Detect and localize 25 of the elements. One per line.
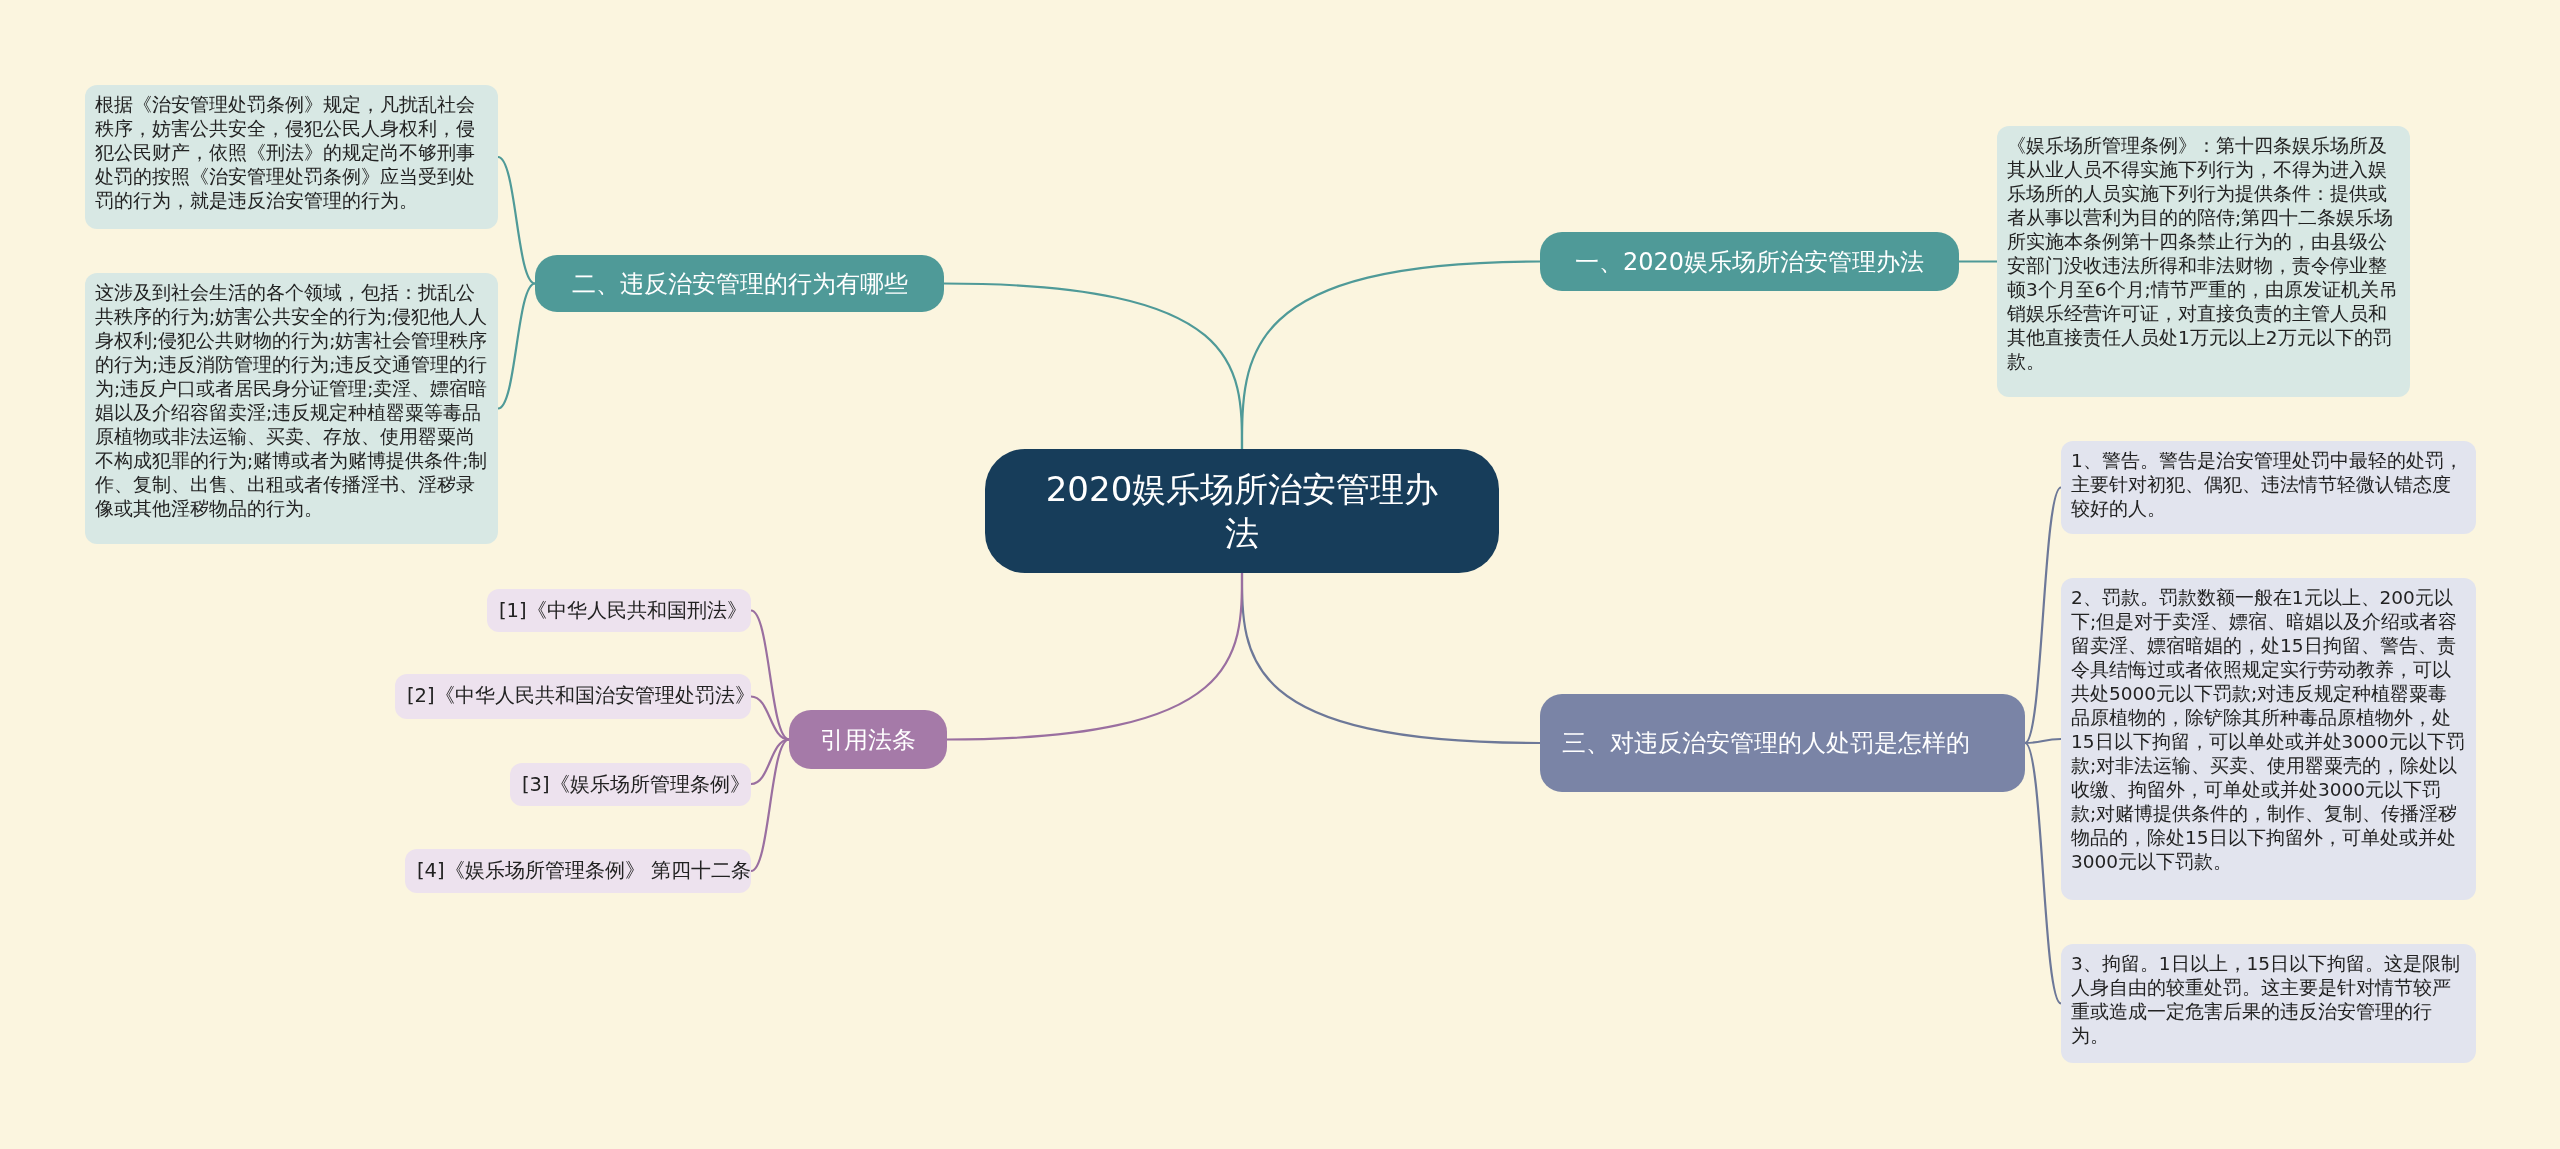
connector: [2024, 742, 2062, 1005]
connector: [750, 609, 790, 741]
note-box: 2、罚款。罚款数额一般在1元以上、200元以下;但是对于卖淫、嫖宿、暗娼以及介绍或者容留卖淫、嫖宿暗娼的，处15日拘留、警告、责令具结悔过或者依照规定实行劳动教养，可以共处5000元以下罚款;对违反规定种植罂粟毒品原植物的，除铲除其所种毒品原植物外，处15日以下拘留，可以单处或并处3000元以下罚款;对非法运输、买卖、使用罂粟壳的，除处以收缴、拘留外，可单处或并处3000元以下罚款;对赌博提供条件的，制作、复制、传播淫秽物品的，除处15日以下拘留外，可单处或并处3000元以下罚款。: [2061, 578, 2476, 900]
topic-box: 一、2020娱乐场所治安管理办法: [1540, 232, 1959, 291]
reference-box: [4]《娱乐场所管理条例》 第四十二条: [405, 849, 751, 893]
note-box: 1、警告。警告是治安管理处罚中最轻的处罚，主要针对初犯、偶犯、违法情节轻微认错态度较好的人。: [2061, 441, 2476, 534]
topic-box: 引用法条: [789, 710, 947, 769]
connector: [2025, 737, 2061, 745]
connector: [497, 156, 536, 285]
reference-box: [1]《中华人民共和国刑法》: [487, 589, 751, 632]
connector: [1959, 260, 1997, 263]
connector: [497, 282, 536, 410]
topic-box: 三、对违反治安管理的人处罚是怎样的: [1540, 694, 2025, 792]
topic-box: 二、违反治安管理的行为有哪些: [535, 255, 944, 312]
central-topic: 2020娱乐场所治安管理办法: [985, 449, 1499, 573]
note-box: 根据《治安管理处罚条例》规定，凡扰乱社会秩序，妨害公共安全，侵犯公民人身权利，侵犯公民财产，依照《刑法》的规定尚不够刑事处罚的按照《治安管理处罚条例》应当受到处罚的行为，就是违反治安管理的行为。: [85, 85, 498, 229]
note-box: 《娱乐场所管理条例》：第十四条娱乐场所及其从业人员不得实施下列行为，不得为进入娱乐场所的人员实施下列行为提供条件：提供或者从事以营利为目的的陪侍;第四十二条娱乐场所实施本条例第十四条禁止行为的，由县级公安部门没收违法所得和非法财物，责令停业整顿3个月至6个月;情节严重的，由原发证机关吊销娱乐经营许可证，对直接负责的主管人员和其他直接责任人员处1万元以上2万元以下的罚款。: [1997, 126, 2410, 397]
connector: [946, 573, 1244, 741]
connector: [943, 282, 1244, 449]
note-box: 这涉及到社会生活的各个领域，包括：扰乱公共秩序的行为;妨害公共安全的行为;侵犯他人人身权利;侵犯公共财物的行为;妨害社会管理秩序的行为;违反消防管理的行为;违反交通管理的行为;违反户口或者居民身分证管理;卖淫、嫖宿暗娼以及介绍容留卖淫;违反规定种植罂粟等毒品原植物或非法运输、买卖、存放、使用罂粟尚不构成犯罪的行为;赌博或者为赌博提供条件;制作、复制、出售、出租或者传播淫书、淫秽录像或其他淫秽物品的行为。: [85, 273, 498, 544]
reference-box: [2]《中华人民共和国治安管理处罚法》: [395, 674, 751, 719]
reference-box: [3]《娱乐场所管理条例》: [510, 763, 751, 806]
note-box: 3、拘留。1日以上，15日以下拘留。这是限制人身自由的较重处罚。这主要是针对情节较严重或造成一定危害后果的违反治安管理的行为。: [2061, 944, 2476, 1063]
connector: [750, 738, 790, 872]
connector: [2024, 486, 2062, 744]
